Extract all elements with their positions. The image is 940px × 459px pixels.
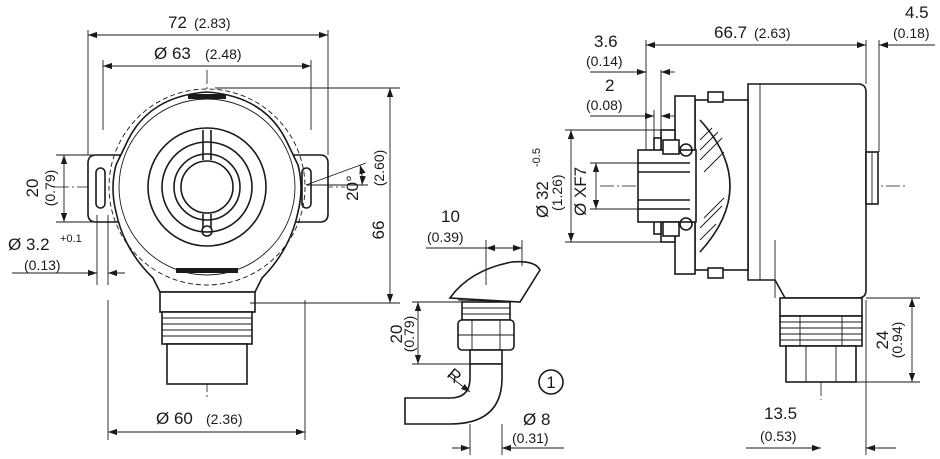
side-length-inch-label: (2.63): [754, 25, 791, 41]
right-ear-slot: [301, 167, 312, 209]
callout-number: 1: [546, 373, 555, 392]
height-overall-inch-label: (2.60): [371, 150, 387, 187]
cable-gland-tail: [469, 349, 503, 365]
side-connector-base: [779, 297, 863, 317]
cable-diameter-label: Ø 8: [523, 410, 550, 429]
connector-height-inch-label: (0.94): [889, 322, 905, 359]
spigot-diameter-inch-label: (1.26): [549, 174, 565, 211]
stator-coupling: [694, 99, 749, 271]
connector-offset-inch-label: (0.53): [760, 428, 797, 444]
coupling-tab-bottom: [707, 267, 724, 279]
hollow-shaft-bore: [180, 160, 234, 214]
flange-thickness-inch-label: (0.14): [586, 53, 623, 69]
flange-thickness-label: 3.6: [594, 32, 618, 51]
right-offset-inch-label: (0.18): [893, 25, 930, 41]
hollow-shaft-outer: [173, 153, 241, 221]
coupling-arc: [699, 119, 731, 253]
slot-height-label: 20: [23, 179, 42, 198]
clamp-screw-bottom: [662, 221, 680, 237]
gland-threads: [462, 307, 510, 315]
height-overall-label: 66: [369, 221, 388, 240]
bottom-notch: [176, 268, 238, 273]
side-length-label: 66.7: [714, 23, 747, 42]
gland-flats: [458, 320, 514, 350]
slot-height-inch-label: (0.79): [42, 170, 58, 207]
top-notch: [188, 94, 226, 99]
collar-thickness-inch-label: (0.08): [586, 97, 623, 113]
width-overall-inch-label: (2.83): [194, 15, 231, 31]
hollow-shaft-block: [637, 149, 697, 223]
connector-offset-label: 13.5: [764, 404, 797, 423]
hub-outer: [147, 127, 267, 247]
bore-fit-label: Ø XF7: [571, 167, 590, 216]
front-connector-nut: [161, 311, 253, 345]
connector-height-label: 24: [873, 331, 892, 350]
side-view: 66.7 (2.63) 4.5 (0.18) 3.6 (0.14) 2 (0.0…: [531, 3, 935, 455]
cable-outlet-view: R 1 10 (0.39) 20 (0.79) Ø 8 (0.31): [387, 207, 564, 455]
side-connector-threads: [780, 316, 862, 346]
cable-width-inch-label: (0.39): [427, 229, 464, 245]
hub-ring: [161, 141, 253, 233]
hub-slot: [202, 130, 212, 228]
left-ear-slot: [95, 167, 106, 209]
callout-circle: [538, 369, 564, 395]
clamp-screw-head-top: [679, 143, 693, 157]
side-connector-nut: [779, 315, 863, 347]
hole-diameter-label: Ø 3.2: [8, 235, 50, 254]
spigot-diameter-label: Ø 32: [533, 181, 552, 218]
dim-slot-angle-arc: [359, 164, 366, 186]
clamp-screw-head-bottom: [679, 217, 693, 231]
right-offset-label: 4.5: [905, 3, 929, 22]
bend-radius-leader: [447, 374, 471, 393]
front-connector-base: [159, 291, 256, 313]
spigot-tolerance-label: -0.5: [531, 148, 543, 167]
cable-width-label: 10: [441, 207, 460, 226]
hatch-area: [699, 127, 725, 241]
coupling-tab-top: [707, 91, 724, 103]
cable-height-inch-label: (0.79): [401, 316, 417, 353]
front-connector-threads: [162, 317, 252, 337]
hole-tolerance-label: +0.1: [60, 233, 82, 245]
bottom-diameter-inch-label: (2.36): [206, 411, 243, 427]
collar-thickness-label: 2: [605, 76, 614, 95]
slot-angle-label: 20°: [343, 175, 362, 201]
bend-radius-label: R: [443, 365, 465, 387]
front-view: 72 (2.83) Ø 63 (2.48) 20 (0.79) Ø 3.2 +0…: [8, 13, 400, 440]
width-overall-label: 72: [168, 13, 187, 32]
set-screw: [201, 225, 213, 237]
cable-gland-nut-upper: [461, 301, 511, 321]
flange-circle: [108, 88, 306, 286]
side-connector-body: [785, 345, 857, 383]
cable-diameter-inch-label: (0.31): [512, 430, 549, 446]
angle-line: [305, 162, 367, 186]
flange-diameter-inch-label: (2.48): [205, 46, 242, 62]
cable-gland-hood: [448, 260, 541, 303]
bottom-diameter-label: Ø 60: [156, 409, 193, 428]
side-housing: [747, 83, 867, 299]
cable-height-label: 20: [387, 325, 406, 344]
flange-diameter-label: Ø 63: [154, 44, 191, 63]
shaft-teeth: [638, 162, 690, 210]
front-connector-body: [166, 343, 248, 385]
clamp-screw-top: [662, 139, 680, 155]
hole-diameter-inch-label: (0.13): [24, 257, 61, 273]
